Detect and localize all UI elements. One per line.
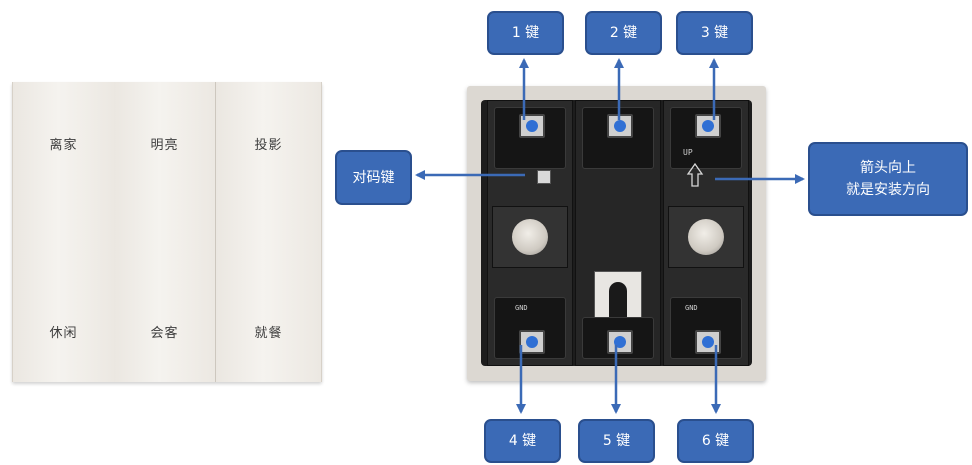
mount-cylinder bbox=[512, 219, 548, 255]
callout-key3: 3 键 bbox=[676, 11, 753, 55]
rocker-key-middle: 明亮 会客 bbox=[114, 82, 216, 382]
callout-key5: 5 键 bbox=[578, 419, 655, 463]
module-column-left: GND bbox=[487, 100, 573, 366]
callout-key1: 1 键 bbox=[487, 11, 564, 55]
rocker-key-right: 投影 就餐 bbox=[216, 82, 322, 382]
key-label-top: 明亮 bbox=[150, 138, 179, 153]
front-panel: 离家 休闲 明亮 会客 投影 就餐 bbox=[12, 82, 322, 382]
tact-button-key4 bbox=[519, 330, 545, 354]
key-label-top: 离家 bbox=[49, 138, 78, 153]
key-label-bottom: 就餐 bbox=[254, 326, 283, 341]
silkscreen-gnd: GND bbox=[685, 304, 698, 312]
callout-key4: 4 键 bbox=[484, 419, 561, 463]
pcb-board bbox=[494, 107, 566, 184]
rocker-key-left: 离家 休闲 bbox=[12, 82, 115, 382]
module-column-middle bbox=[575, 100, 661, 366]
tact-button-key6 bbox=[695, 330, 721, 354]
module-body: GND UP GND bbox=[481, 100, 752, 366]
module-column-right: UP GND bbox=[663, 100, 749, 366]
pcb-board bbox=[582, 107, 654, 169]
callout-install-direction: 箭头向上 就是安装方向 bbox=[808, 142, 968, 216]
up-arrow-icon bbox=[686, 162, 704, 187]
pcb-board: GND bbox=[494, 297, 566, 359]
silkscreen-gnd: GND bbox=[515, 304, 528, 312]
callout-key6: 6 键 bbox=[677, 419, 754, 463]
tact-button-key2 bbox=[607, 114, 633, 138]
key-label-top: 投影 bbox=[254, 138, 283, 153]
mount-block bbox=[492, 206, 568, 268]
tact-button-key3 bbox=[695, 114, 721, 138]
pcb-board: UP bbox=[670, 107, 742, 169]
tact-button-key1 bbox=[519, 114, 545, 138]
callout-pairing-key: 对码键 bbox=[335, 150, 412, 205]
mount-cylinder bbox=[688, 219, 724, 255]
key-label-bottom: 休闲 bbox=[49, 326, 78, 341]
callout-key2: 2 键 bbox=[585, 11, 662, 55]
pairing-button bbox=[537, 170, 551, 184]
pcb-board bbox=[582, 317, 654, 359]
direction-text-line2: 就是安装方向 bbox=[846, 182, 930, 198]
silkscreen-up: UP bbox=[683, 148, 693, 157]
direction-text-line1: 箭头向上 bbox=[860, 160, 916, 176]
mount-block bbox=[668, 206, 744, 268]
key-label-bottom: 会客 bbox=[150, 326, 179, 341]
tact-button-key5 bbox=[607, 330, 633, 354]
pcb-board: GND bbox=[670, 297, 742, 359]
